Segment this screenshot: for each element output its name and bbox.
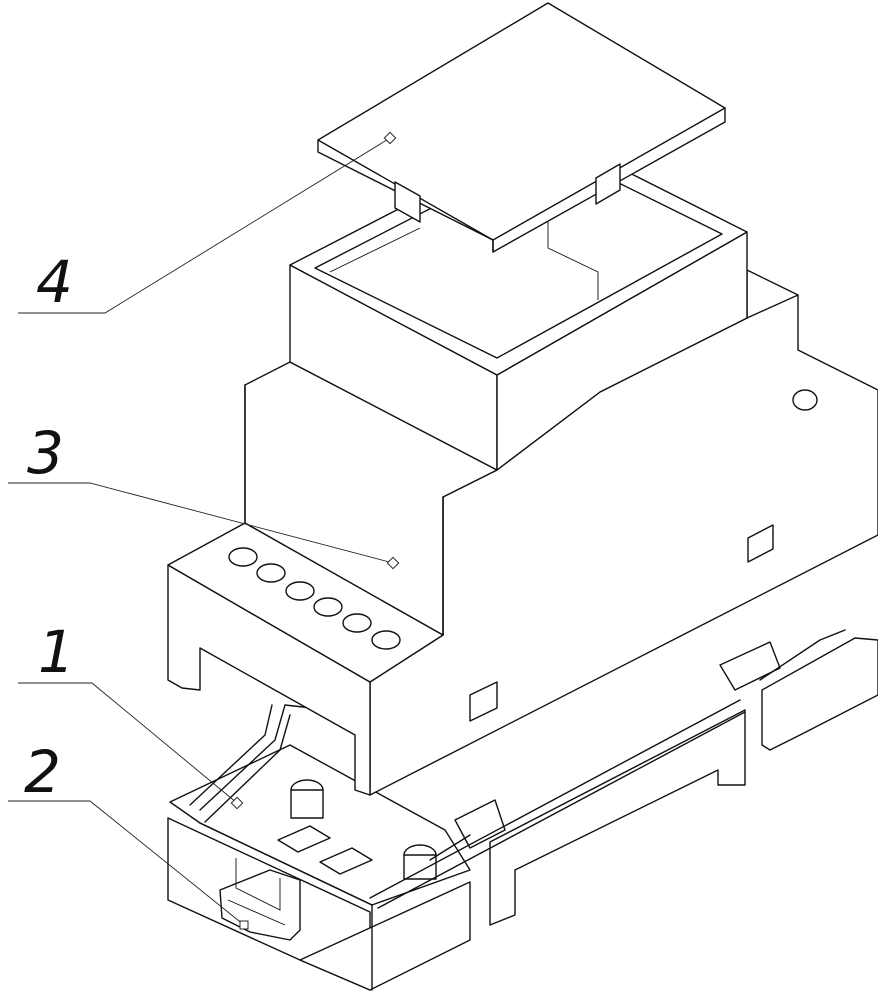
label-4: 4 xyxy=(36,248,73,316)
label-2: 2 xyxy=(24,738,61,806)
base-slot-2 xyxy=(319,847,373,875)
leader-3 xyxy=(8,482,394,564)
marker-3 xyxy=(386,556,400,570)
terminal-holes xyxy=(228,547,401,650)
lid-tab-front xyxy=(394,181,421,223)
frame-part-1 xyxy=(189,704,471,861)
lid-part-4 xyxy=(317,2,726,253)
lid-tab-right xyxy=(595,163,621,205)
housing-part-3 xyxy=(167,131,878,796)
housing-front-low-face xyxy=(167,564,371,796)
leader-lines xyxy=(8,131,400,930)
terminal-hole-3 xyxy=(285,581,315,601)
screw-post-left-body xyxy=(290,789,324,819)
housing-side-hole xyxy=(792,389,818,411)
housing-window-side xyxy=(747,524,774,563)
leader-1 xyxy=(18,682,238,804)
marker-4 xyxy=(383,131,397,145)
label-3: 3 xyxy=(27,419,64,487)
leader-4 xyxy=(18,137,391,314)
latch-rear xyxy=(719,641,781,691)
base-part-2 xyxy=(167,629,878,991)
base-front-right-face xyxy=(299,881,471,991)
marker-2 xyxy=(239,920,249,930)
reference-numerals: 4 3 1 2 xyxy=(24,248,75,806)
base-rail-side xyxy=(489,709,746,926)
label-1: 1 xyxy=(38,618,75,686)
base-right-end-block xyxy=(761,637,878,751)
housing-window-front xyxy=(469,681,498,722)
terminal-hole-2 xyxy=(256,563,286,583)
leader-2 xyxy=(8,800,245,926)
terminal-hole-4 xyxy=(313,597,343,617)
terminal-hole-6 xyxy=(371,630,401,650)
terminal-hole-1 xyxy=(228,547,258,567)
marker-1 xyxy=(230,796,244,810)
terminal-hole-5 xyxy=(342,613,372,633)
base-slot-1 xyxy=(277,825,331,853)
